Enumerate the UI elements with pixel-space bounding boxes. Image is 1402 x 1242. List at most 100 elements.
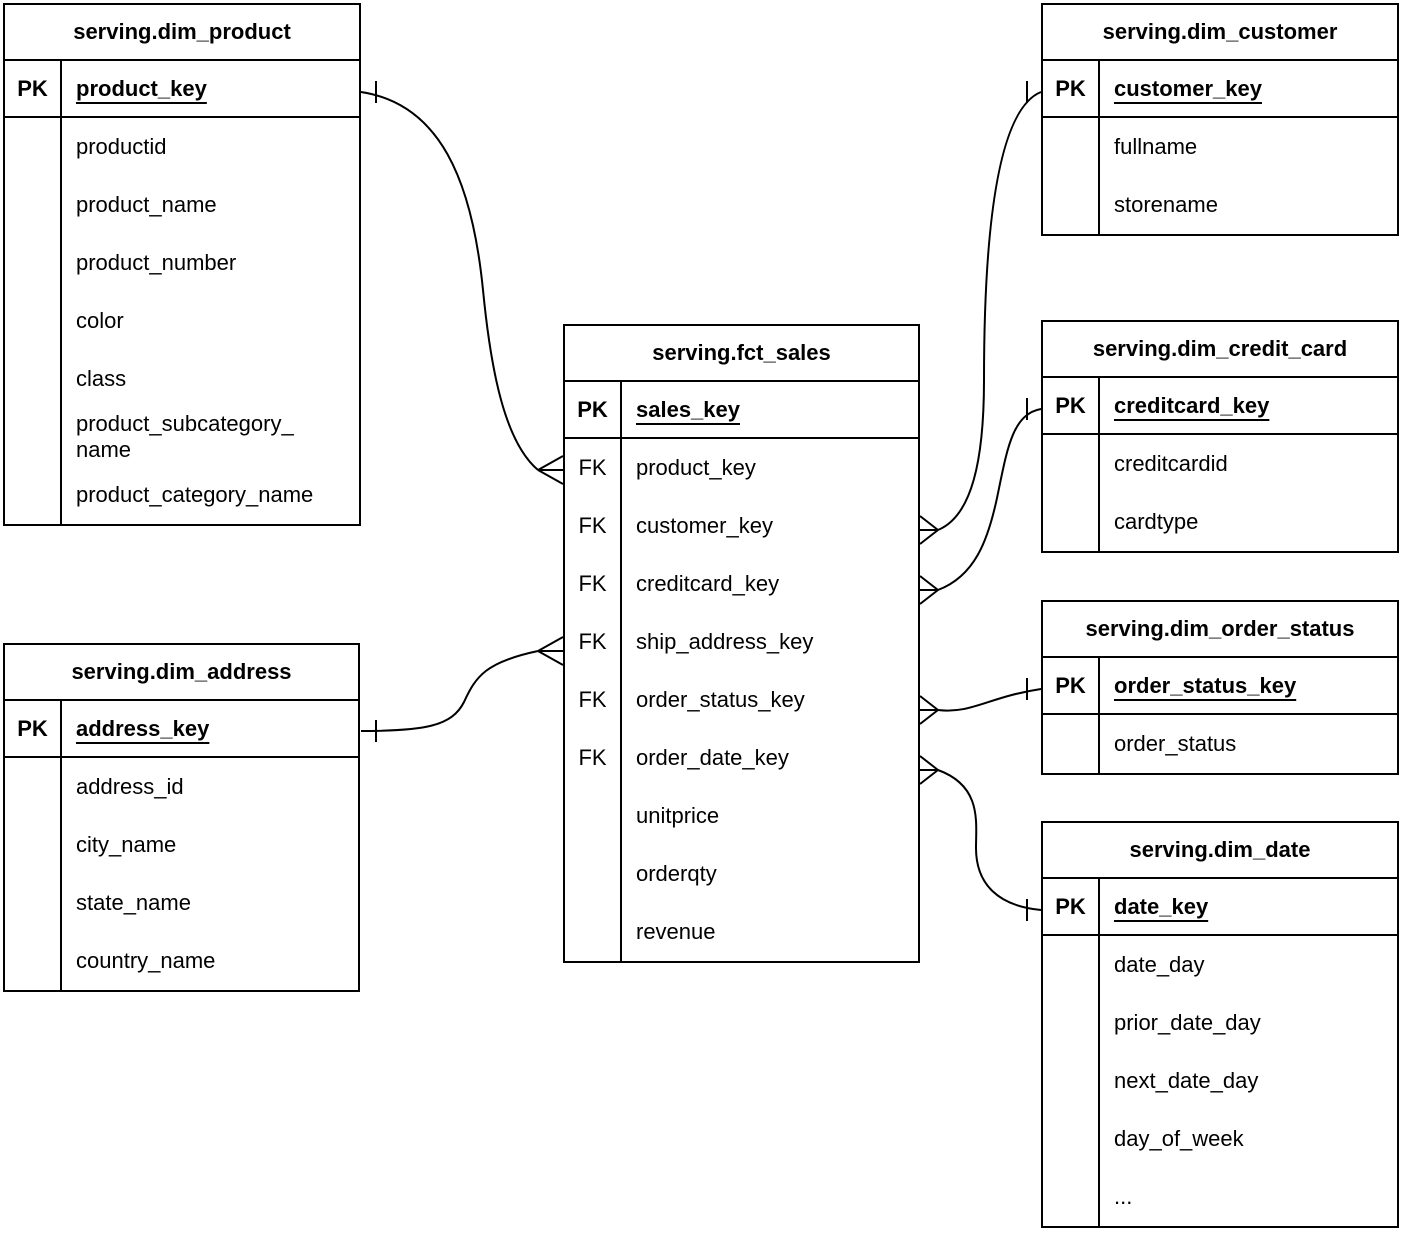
- table-title: serving.dim_date: [1043, 823, 1397, 879]
- pk-field-name: address_key: [76, 715, 210, 741]
- relationship-customer-sales[interactable]: [937, 91, 1042, 531]
- pk-badge: PK: [5, 61, 62, 116]
- badge-cell-empty: [5, 466, 62, 524]
- field-name: product_key: [636, 455, 756, 480]
- field-name: storename: [1114, 192, 1218, 217]
- field-name: address_id: [76, 774, 184, 799]
- field-name: unitprice: [636, 803, 720, 828]
- field-name: product_category_name: [76, 482, 314, 507]
- relationship-product-sales[interactable]: [360, 91, 539, 471]
- fk-badge: FK: [565, 613, 622, 671]
- field-row: state_name: [5, 874, 358, 932]
- field-row: prior_date_day: [1043, 994, 1397, 1052]
- field-row: color: [5, 292, 359, 350]
- pk-field-name: order_status_key: [1114, 672, 1297, 698]
- primary-key-row: PK address_key: [5, 701, 358, 758]
- pk-badge: PK: [1043, 378, 1100, 433]
- field-name: ...: [1114, 1184, 1133, 1209]
- many-crowsfoot-marker: [919, 755, 939, 771]
- badge-cell-empty: [1043, 1110, 1100, 1168]
- field-name: order_status_key: [636, 687, 805, 712]
- table-title: serving.dim_order_status: [1043, 602, 1397, 658]
- field-name: productid: [76, 134, 167, 159]
- field-name: product_subcategory_ name: [76, 411, 294, 462]
- badge-cell-empty: [5, 118, 62, 176]
- fk-badge: FK: [565, 555, 622, 613]
- relationship-date-sales[interactable]: [937, 769, 1042, 911]
- many-crowsfoot-marker: [537, 455, 564, 471]
- field-row: storename: [1043, 176, 1397, 234]
- many-crowsfoot-marker: [919, 529, 939, 545]
- fk-badge: FK: [565, 497, 622, 555]
- relationship-status-sales[interactable]: [937, 688, 1042, 712]
- field-row: next_date_day: [1043, 1052, 1397, 1110]
- pk-badge: PK: [1043, 658, 1100, 713]
- table-title: serving.fct_sales: [565, 326, 918, 382]
- pk-field-name: creditcard_key: [1114, 392, 1270, 418]
- badge-cell-empty: [1043, 493, 1100, 551]
- many-crowsfoot-marker: [537, 650, 564, 666]
- badge-cell-empty: [1043, 994, 1100, 1052]
- fk-badge: FK: [565, 729, 622, 787]
- pk-field-name: sales_key: [636, 396, 740, 422]
- field-name: city_name: [76, 832, 177, 857]
- field-row: fullname: [1043, 118, 1397, 176]
- field-name: day_of_week: [1114, 1126, 1244, 1151]
- pk-badge: PK: [1043, 879, 1100, 934]
- field-name: next_date_day: [1114, 1068, 1259, 1093]
- field-name: orderqty: [636, 861, 717, 886]
- field-row: city_name: [5, 816, 358, 874]
- badge-cell-empty: [565, 903, 622, 961]
- many-crowsfoot-marker: [537, 469, 564, 485]
- field-name: creditcardid: [1114, 451, 1228, 476]
- badge-cell-empty: [5, 350, 62, 408]
- field-row: product_number: [5, 234, 359, 292]
- badge-cell-empty: [5, 176, 62, 234]
- field-name: prior_date_day: [1114, 1010, 1261, 1035]
- field-name: order_date_key: [636, 745, 789, 770]
- field-row: ...: [1043, 1168, 1397, 1226]
- pk-badge: PK: [5, 701, 62, 756]
- badge-cell-empty: [5, 408, 62, 466]
- field-name: date_day: [1114, 952, 1205, 977]
- field-name: ship_address_key: [636, 629, 814, 654]
- table-title: serving.dim_credit_card: [1043, 322, 1397, 378]
- field-row: product_name: [5, 176, 359, 234]
- many-crowsfoot-marker: [537, 636, 564, 652]
- badge-cell-empty: [1043, 118, 1100, 176]
- field-row: FK product_key: [565, 439, 918, 497]
- field-row: orderqty: [565, 845, 918, 903]
- pk-field-name: date_key: [1114, 893, 1209, 919]
- field-row: FK customer_key: [565, 497, 918, 555]
- fk-badge: FK: [565, 439, 622, 497]
- field-name: creditcard_key: [636, 571, 780, 596]
- many-crowsfoot-marker: [919, 769, 939, 785]
- field-name: customer_key: [636, 513, 773, 538]
- relationship-address-sales[interactable]: [360, 650, 539, 732]
- field-name: state_name: [76, 890, 191, 915]
- badge-cell-empty: [5, 292, 62, 350]
- field-name: cardtype: [1114, 509, 1199, 534]
- field-row: product_category_name: [5, 466, 359, 524]
- fk-badge: FK: [565, 671, 622, 729]
- badge-cell-empty: [565, 787, 622, 845]
- badge-cell-empty: [5, 816, 62, 874]
- many-crowsfoot-marker: [919, 575, 939, 591]
- field-row: FK order_date_key: [565, 729, 918, 787]
- field-row: country_name: [5, 932, 358, 990]
- relationship-creditcard-sales[interactable]: [937, 408, 1042, 591]
- badge-cell-empty: [5, 234, 62, 292]
- primary-key-row: PK order_status_key: [1043, 658, 1397, 715]
- badge-cell-empty: [1043, 176, 1100, 234]
- primary-key-row: PK date_key: [1043, 879, 1397, 936]
